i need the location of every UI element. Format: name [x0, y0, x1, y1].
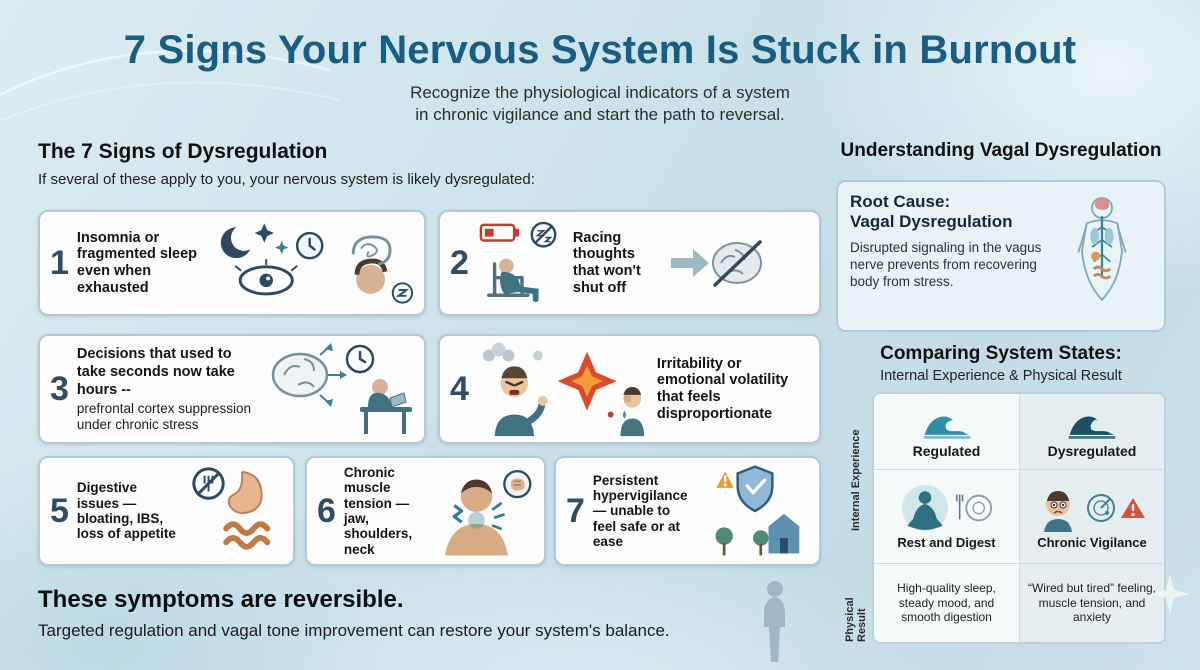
sign-number: 2 — [450, 244, 469, 282]
sign-card-5: 5 Digestive issues — bloating, IBS, loss… — [38, 456, 295, 566]
brain-shutoff-arrow-icon — [669, 232, 764, 294]
calm-wave-icon — [919, 404, 975, 440]
irritability-explosion-icon — [477, 341, 649, 437]
sign-number: 4 — [450, 370, 469, 408]
footer-body: Targeted regulation and vagal tone impro… — [38, 621, 670, 640]
cell-dysregulated-mode: Chronic Vigilance — [1019, 470, 1164, 564]
sign-number: 5 — [50, 492, 69, 530]
drained-battery-person-icon — [477, 218, 565, 308]
sign-number: 7 — [566, 492, 585, 530]
sleep-disruption-icon — [216, 218, 414, 308]
sign-text-bold: Decisions that used to take seconds now … — [76, 346, 235, 399]
subtitle-line-2: in chronic vigilance and start the path … — [415, 105, 785, 125]
comparison-heading: Comparing System States: — [880, 343, 1122, 364]
cell-regulated-mode: Rest and Digest — [874, 470, 1019, 564]
sign-text-rest: prefrontal cortex suppression under chro… — [76, 401, 252, 432]
sign-text: Chronic muscle tension — jaw, shoulders,… — [343, 464, 413, 557]
footer-heading: These symptoms are reversible. — [38, 586, 404, 613]
cell-regulated-result: High-quality sleep, steady mood, and smo… — [874, 564, 1019, 642]
signs-section-subheading: If several of these apply to you, your n… — [38, 171, 535, 188]
sign-card-6: 6 Chronic muscle tension — jaw, shoulder… — [305, 456, 546, 566]
sign-text: Persistent hypervigilance — unable to fe… — [592, 472, 688, 550]
storm-wave-icon — [1064, 404, 1120, 440]
comparison-table: Regulated Dysregulated — [872, 392, 1166, 644]
row-label-physical-result: Physical Result — [844, 597, 868, 642]
subtitle-line-1: Recognize the physiological indicators o… — [410, 83, 790, 102]
digestive-issues-icon — [185, 463, 283, 559]
root-cause-title-line-1: Root Cause: — [850, 192, 951, 211]
sign-card-4: 4 Irritability or e — [438, 334, 821, 444]
mode-label: Rest and Digest — [897, 534, 996, 550]
sign-text: Insomnia or fragmented sleep even when e… — [76, 229, 197, 296]
sign-text: Irritability or emotional volatility tha… — [656, 355, 789, 422]
meditating-person-icon — [901, 484, 949, 532]
result-text: High-quality sleep, steady mood, and smo… — [897, 581, 996, 625]
vagal-section-heading: Understanding Vagal Dysregulation — [840, 140, 1162, 161]
root-cause-title-line-2: Vagal Dysregulation — [850, 212, 1013, 232]
cell-dysregulated-state: Dysregulated — [1019, 394, 1164, 470]
sign-card-1: 1 Insomnia or fragmented sleep even when… — [38, 210, 426, 316]
radar-icon — [1086, 493, 1116, 523]
page-title: 7 Signs Your Nervous System Is Stuck in … — [123, 28, 1077, 72]
hypervigilance-icon — [701, 463, 809, 559]
vagus-nerve-body-icon — [1052, 192, 1152, 324]
sign-number: 1 — [50, 244, 69, 282]
root-cause-body: Disrupted signaling in the vagus nerve p… — [850, 239, 1042, 289]
state-label: Regulated — [912, 443, 981, 459]
row-label-internal-experience: Internal Experience — [850, 429, 862, 531]
slow-decisions-icon — [264, 341, 414, 437]
plate-utensils-icon — [953, 490, 993, 526]
sign-card-3: 3 Decisions that used to take seconds no… — [38, 334, 426, 444]
comparison-subheading: Internal Experience & Physical Result — [880, 368, 1122, 384]
standing-person-silhouette-icon — [752, 580, 798, 669]
sign-text: Racing thoughts that won't shut off — [572, 229, 641, 296]
warning-triangle-icon — [1120, 496, 1146, 520]
sign-card-2: 2 Racing thoughts that won't shut off — [438, 210, 821, 316]
anxious-person-icon — [1038, 484, 1082, 532]
sign-card-7: 7 Persistent hypervigilance — unable to … — [554, 456, 821, 566]
cell-regulated-state: Regulated — [874, 394, 1019, 470]
signs-section-heading: The 7 Signs of Dysregulation — [38, 140, 328, 163]
result-text: “Wired but tired” feeling, muscle tensio… — [1027, 581, 1157, 625]
sparkle-decoration-icon — [1148, 572, 1192, 621]
mode-label: Chronic Vigilance — [1037, 534, 1147, 550]
root-cause-card: Root Cause: Vagal Dysregulation Disrupte… — [836, 180, 1166, 332]
sign-text: Digestive issues — bloating, IBS, loss o… — [76, 480, 176, 542]
sign-number: 6 — [317, 492, 336, 530]
state-label: Dysregulated — [1047, 443, 1137, 459]
sign-number: 3 — [50, 370, 69, 408]
cell-dysregulated-result: “Wired but tired” feeling, muscle tensio… — [1019, 564, 1164, 642]
page-subtitle: Recognize the physiological indicators o… — [0, 82, 1200, 126]
muscle-tension-icon — [432, 463, 534, 559]
